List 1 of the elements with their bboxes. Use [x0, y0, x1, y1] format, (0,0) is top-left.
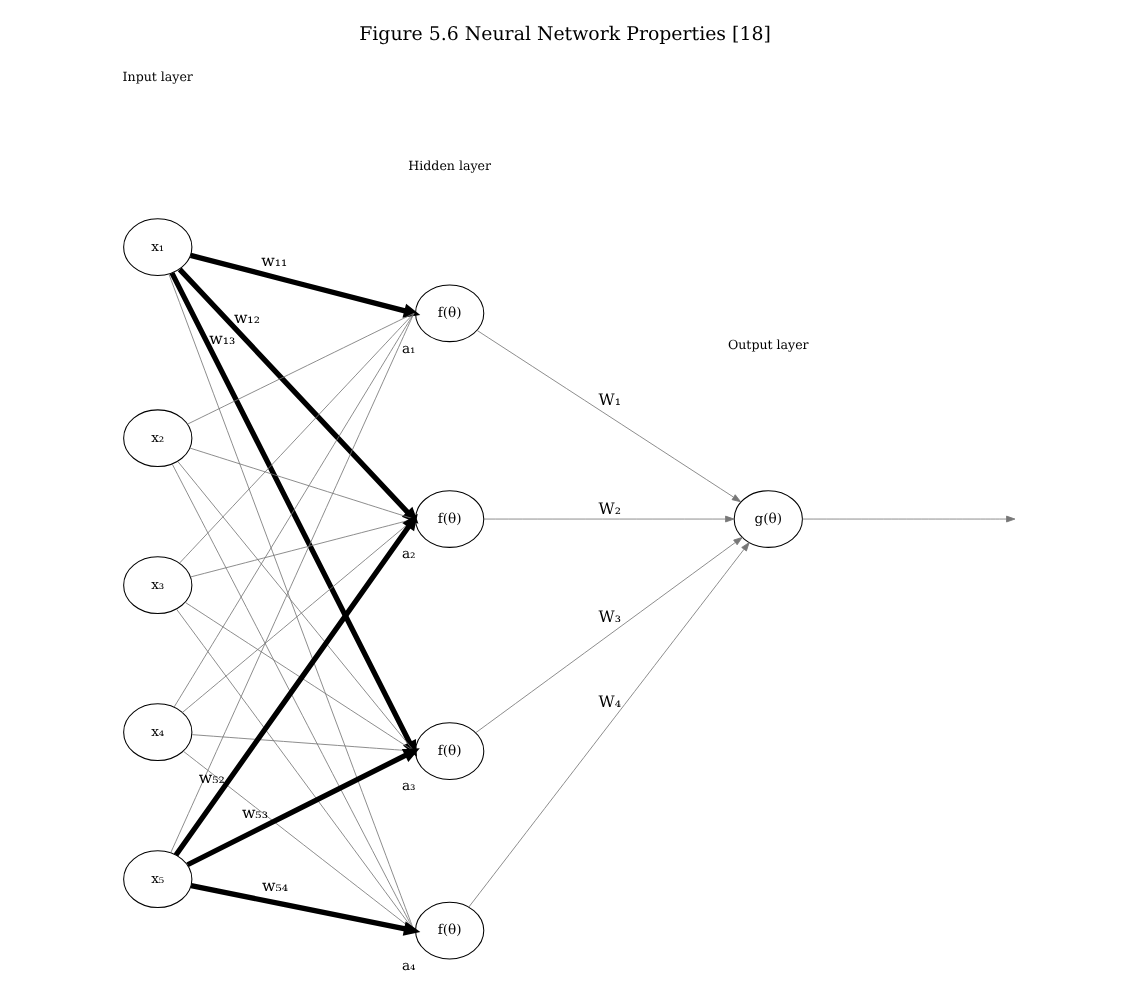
diagram-title: Figure 5.6 Neural Network Properties [18] [359, 23, 771, 46]
